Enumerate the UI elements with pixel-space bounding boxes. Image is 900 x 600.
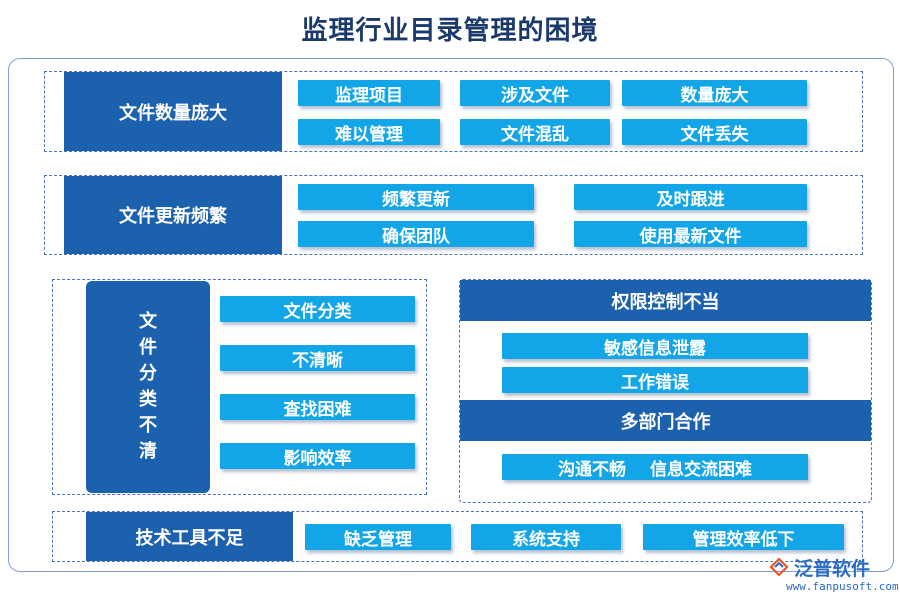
section-permission-control [459,279,872,503]
pill-use-latest-file: 使用最新文件 [574,221,807,247]
pill-supervision-project: 监理项目 [298,80,440,106]
section-file-volume [44,71,863,152]
section-classification-unclear-heading: 文 件 分 类 不 清 [86,281,210,493]
heading-char: 文 [139,311,157,332]
pill-sensitive-leak: 敏感信息泄露 [502,333,808,359]
pill-info-exchange-difficult: 信息交流困难 [650,459,752,480]
pill-large-quantity: 数量庞大 [622,80,807,106]
pill-affect-efficiency: 影响效率 [220,443,415,469]
pill-lack-management: 缺乏管理 [305,524,451,550]
pill-frequent-update: 频繁更新 [298,184,534,210]
section-file-volume-heading: 文件数量庞大 [64,72,282,151]
pill-involved-files: 涉及文件 [460,80,610,106]
pill-work-error: 工作错误 [502,367,808,393]
fanpu-logo-icon [769,557,789,577]
section-insufficient-tools [52,511,863,562]
pill-low-efficiency: 管理效率低下 [643,524,844,550]
page-title: 监理行业目录管理的困境 [301,16,599,46]
heading-char: 件 [139,337,157,358]
pill-file-loss: 文件丢失 [622,119,807,145]
pill-system-support: 系统支持 [471,524,621,550]
pill-file-chaos: 文件混乱 [460,119,610,145]
brand-name: 泛普软件 [794,558,871,580]
heading-char: 不 [139,415,157,436]
main-frame [8,58,894,572]
pill-ensure-team: 确保团队 [298,221,534,247]
pill-hard-to-find: 查找困难 [220,394,415,420]
section-permission-control-heading: 权限控制不当 [460,280,871,321]
section-frequent-updates [44,175,863,255]
pill-communication: 沟通不畅 信息交流困难 [502,454,808,480]
heading-char: 类 [139,389,157,410]
heading-char: 分 [139,363,157,384]
heading-char: 清 [139,441,157,462]
brand-logo: 泛普软件 www.fanpusoft.com [768,552,899,598]
pill-poor-communication: 沟通不畅 [558,459,626,480]
section-frequent-updates-heading: 文件更新频繁 [64,176,282,254]
section-insufficient-tools-heading: 技术工具不足 [86,512,293,561]
pill-hard-to-manage: 难以管理 [298,119,440,145]
pill-timely-follow: 及时跟进 [574,184,807,210]
brand-url: www.fanpusoft.com [786,580,899,593]
section-multi-department-heading: 多部门合作 [460,400,871,441]
pill-unclear: 不清晰 [220,345,415,371]
section-classification-unclear [52,279,427,495]
pill-file-classification: 文件分类 [220,296,415,322]
